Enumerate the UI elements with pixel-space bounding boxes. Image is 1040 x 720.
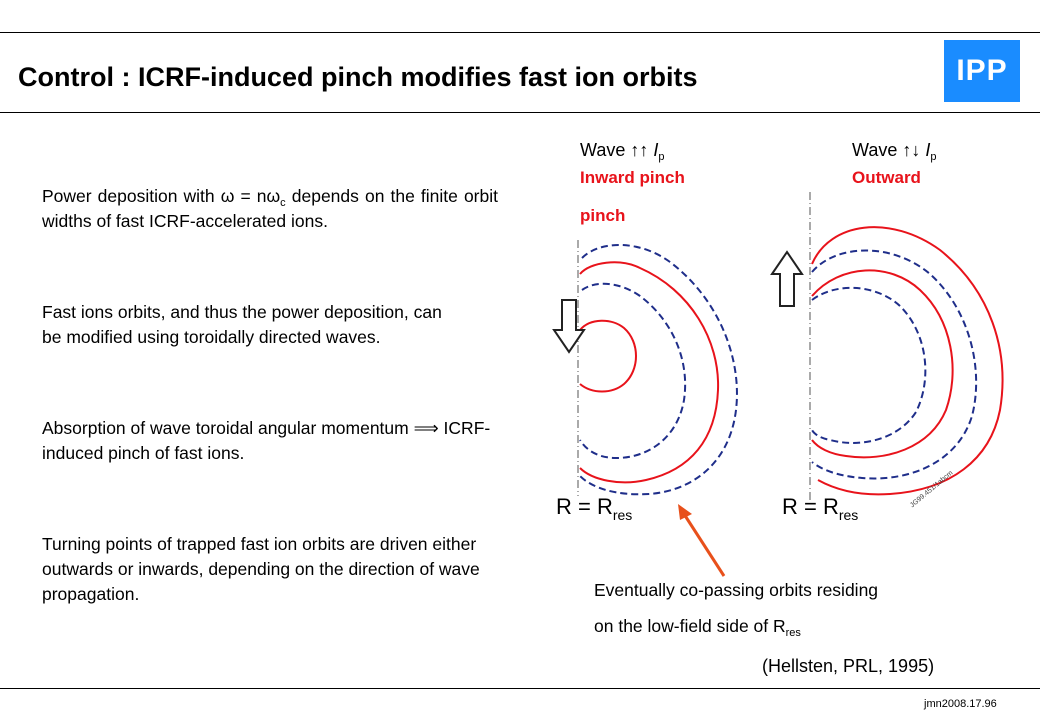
left-wave-label: Wave ↑↑ Ip [580, 140, 665, 163]
title-bottom-rule [0, 112, 1040, 113]
footer-rule [0, 688, 1040, 689]
antiparallel-arrows-icon: ↑↓ [902, 140, 921, 160]
paragraph-power-deposition: Power deposition with ω = nωc depends on… [42, 186, 498, 231]
caption-line1: Eventually co-passing orbits residing [594, 580, 879, 600]
right-outer-blue-orbit [811, 249, 978, 480]
left-inner-red-orbit [579, 319, 637, 393]
right-wave-label: Wave ↑↓ Ip [852, 140, 937, 163]
title-top-rule [0, 32, 1040, 33]
inward-pinch-label-line2: pinch [580, 206, 626, 225]
left-r-equals-rres: R = Rres [556, 494, 633, 523]
right-inner-red-orbit [811, 269, 954, 459]
ipp-logo: IPP [944, 40, 1020, 102]
left-outer-red-orbit [579, 261, 720, 484]
caption-line2: on the low-field side of Rres [594, 616, 801, 639]
page-title: Control : ICRF-induced pinch modifies fa… [18, 62, 698, 92]
outward-pinch-arrow-up [770, 250, 804, 307]
co-passing-pointer-arrowhead [678, 504, 692, 520]
paragraph-absorption: Absorption of wave toroidal angular mome… [42, 418, 491, 463]
slide-footer-id: jmn2008.17.96 [924, 698, 997, 710]
paragraph-turning-points: Turning points of trapped fast ion orbit… [42, 534, 480, 604]
inward-pinch-arrow-down [552, 299, 586, 354]
outward-pinch-label: Outward [852, 168, 921, 187]
parallel-arrows-icon: ↑↑ [630, 140, 649, 160]
co-passing-pointer-arrow [682, 513, 726, 577]
right-inner-blue-orbit [811, 286, 927, 444]
right-r-equals-rres: R = Rres [782, 494, 859, 523]
citation: (Hellsten, PRL, 1995) [762, 656, 935, 676]
right-outer-red-orbit [811, 226, 1004, 496]
paragraph-fast-ion-orbits: Fast ions orbits, and thus the power dep… [42, 302, 442, 347]
implies-arrow: ⟹ [413, 418, 439, 438]
inward-pinch-label: Inward pinch [580, 168, 685, 187]
left-inner-blue-orbit [579, 282, 687, 460]
omega-symbol: ω [220, 186, 235, 206]
